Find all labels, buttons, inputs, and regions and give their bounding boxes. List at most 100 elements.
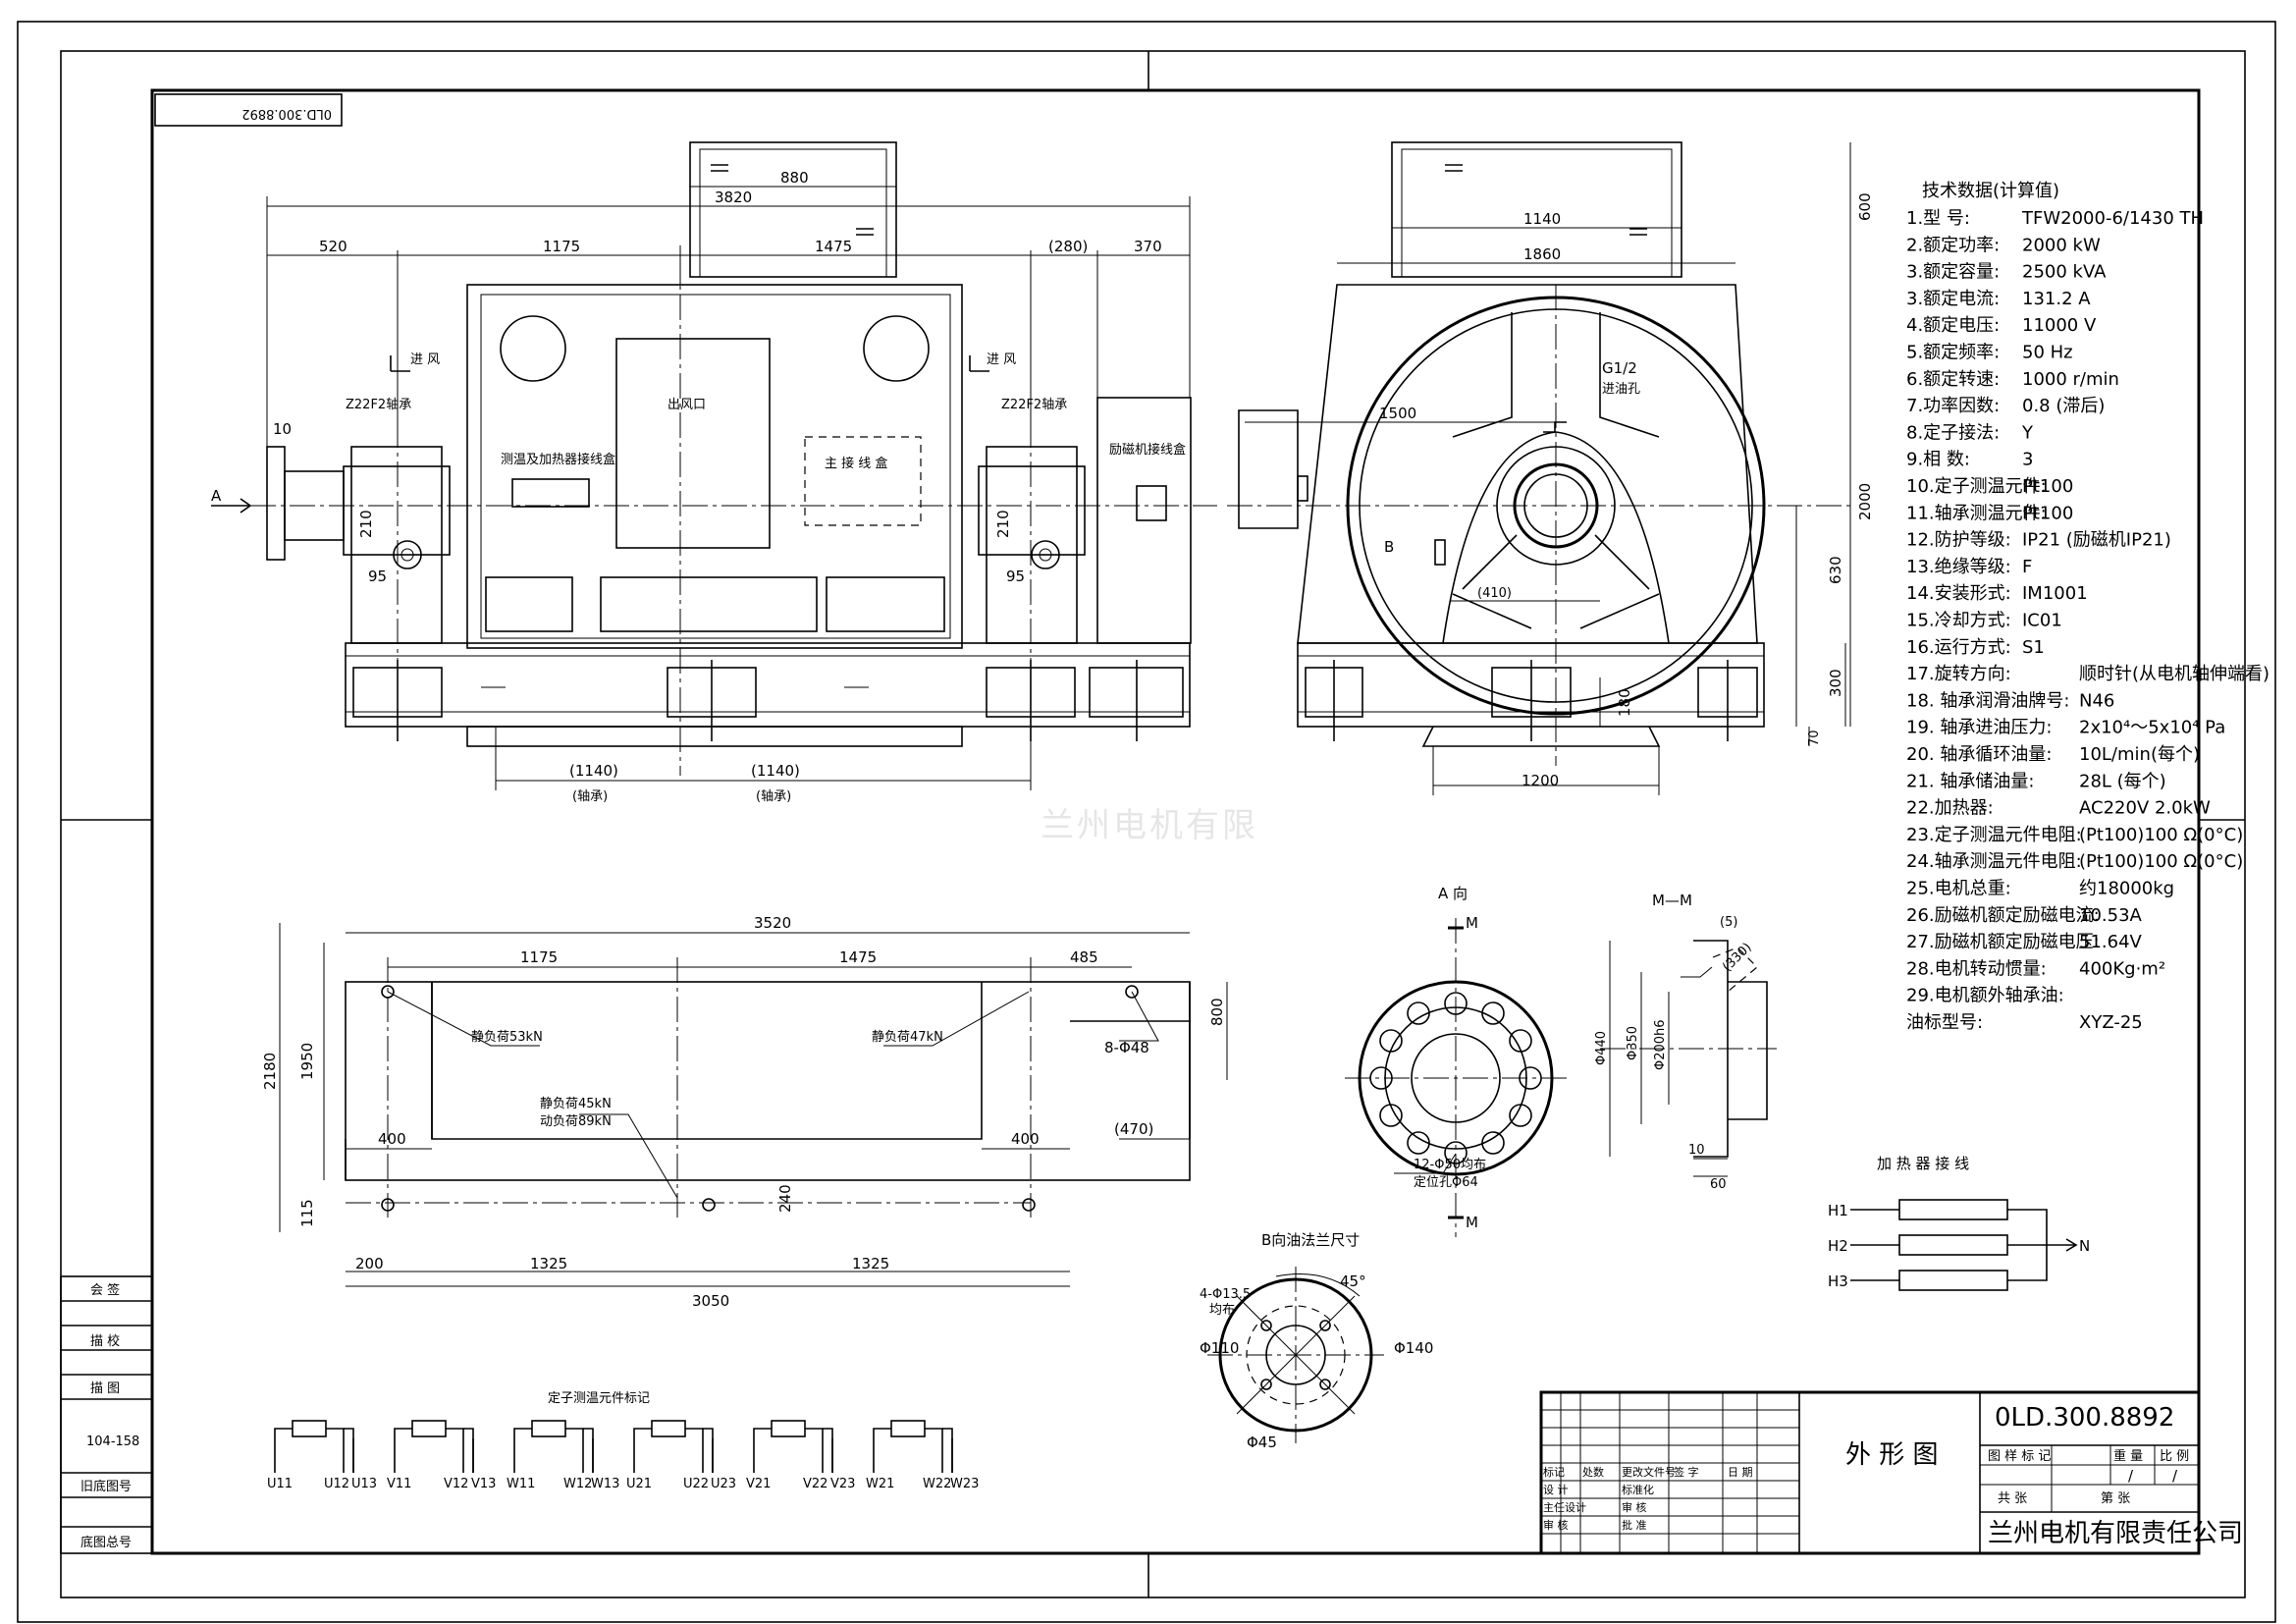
dim-end-300: 300 [1827,669,1844,697]
side-view [211,141,1217,790]
spec-value: 50 Hz [2022,343,2073,363]
mm-dim-200: Φ200h6 [1653,1019,1668,1070]
plan-dim-1325-a: 1325 [530,1255,567,1272]
spec-value: IP21 (励磁机IP21) [2022,530,2171,551]
mirrored-number-box: 0LD.300.8892 [154,93,343,127]
title-scale-header: 比 例 [2160,1449,2189,1464]
title-weight-header: 重 量 [2113,1448,2143,1464]
spec-value: 28L (每个) [2079,771,2166,791]
title-block-cell: 签 字 [1674,1465,1699,1479]
spec-value: N46 [2079,690,2114,711]
mm-dim-10: 10 [1688,1143,1705,1158]
title-block-cell: 设 计 [1543,1484,1569,1496]
spec-label: 25.电机总重: [1906,879,2011,899]
plan-dim-1325-b: 1325 [852,1255,889,1272]
spec-label: 28.电机转动惯量: [1906,958,2047,979]
heater-diagram [1850,1199,2078,1291]
plan-dim-800: 800 [1208,998,1226,1026]
dim-3820: 3820 [715,189,752,206]
label-air-in-left: 进 风 [410,352,440,367]
spec-value: 0.8 (滞后) [2022,396,2105,416]
dim-210-left: 210 [357,510,375,538]
title-block-cell: 更改文件号 [1622,1465,1676,1479]
watermark-text: 兰州电机有限 [1041,806,1258,845]
heater-h2: H2 [1828,1237,1848,1255]
spec-label: 29.电机额外轴承油: [1906,986,2064,1006]
spec-value: Y [2021,422,2034,443]
plan-load-47: 静负荷47kN [872,1030,943,1045]
rtd-terminal-label: V12 [444,1477,468,1491]
plan-dim-3050: 3050 [692,1292,729,1310]
spec-value: TFW2000-6/1430 TH [2021,208,2204,229]
dim-880: 880 [780,169,809,187]
spec-value: S1 [2022,637,2045,658]
dim-end-180: 180 [1616,688,1633,717]
spec-label: 15.冷却方式: [1906,611,2011,631]
spec-label: 26.励磁机额定励磁电流: [1906,905,2100,926]
dim-1140-b: (1140) [751,762,800,780]
spec-label: 10.定子测温元件: [1906,476,2047,497]
title-block-cell: 主任设计 [1543,1501,1586,1514]
title-sheet-total: 共 张 [1998,1491,2027,1506]
rtd-terminal-label: W21 [866,1477,894,1491]
spec-label: 5.额定频率: [1906,343,2000,363]
spec-label: 11.轴承测温元件: [1906,503,2047,523]
spec-value: XYZ-25 [2079,1012,2143,1033]
spec-label: 12.防护等级: [1906,530,2011,551]
spec-value: 1000 r/min [2022,369,2119,390]
label-bearing-right: Z22F2轴承 [1001,398,1067,412]
spec-label: 17.旋转方向: [1906,664,2011,684]
strip-label-number: 104-158 [86,1435,139,1449]
plan-dim-400-right: 400 [1011,1130,1040,1148]
spec-label: 1.型 号: [1906,208,1970,229]
heater-n: N [2079,1237,2090,1255]
spec-label: 6.额定转速: [1906,369,2000,390]
spec-label: 油标型号: [1906,1012,1983,1033]
title-drawing-name: 外 形 图 [1845,1440,1939,1470]
plan-holes: 8-Φ48 [1104,1039,1149,1056]
rtd-terminal-label: U21 [626,1477,652,1491]
b-detail-d45: Φ45 [1247,1434,1277,1451]
dim-95-left: 95 [368,568,387,585]
spec-value: Pt100 [2022,503,2073,523]
plan-dim-115: 115 [298,1199,316,1227]
rtd-terminal-label: U11 [267,1477,293,1491]
dim-95-right: 95 [1006,568,1025,585]
spec-value: 10.53A [2079,905,2143,926]
dim-axis-a: (轴承) [572,789,608,804]
mirrored-drawing-number: 0LD.300.8892 [241,106,332,121]
plan-dim-240: 240 [776,1184,794,1213]
rtd-terminal-label: W12 [563,1477,592,1491]
a-detail-m-top: M [1466,914,1478,932]
a-detail-bolts: 12-Φ50均布 [1414,1158,1486,1172]
spec-label: 3.额定电流: [1906,289,2000,309]
title-company: 兰州电机有限责任公司 [1988,1519,2243,1548]
title-mark-header: 图 样 标 记 [1988,1449,2051,1464]
rtd-terminal-label: W22 [923,1477,951,1491]
spec-label: 23.定子测温元件电阻: [1906,825,2082,845]
a-detail-bolts-sub: 定位孔Φ64 [1414,1175,1478,1190]
title-drawing-number: 0LD.300.8892 [1995,1403,2174,1433]
heater-h3: H3 [1828,1272,1848,1290]
title-block-cell: 审 核 [1622,1500,1647,1514]
a-detail-title: A 向 [1438,885,1468,902]
spec-list: 1.型 号:TFW2000-6/1430 TH2.额定功率:2000 kW3.额… [1906,208,2269,1033]
dim-end-600: 600 [1856,192,1874,221]
label-arrow-a: A [211,487,222,505]
spec-value: 2000 kW [2022,235,2101,255]
dim-280: (280) [1048,238,1088,255]
spec-value: Pt100 [2022,476,2073,497]
dim-210-right: 210 [994,510,1012,538]
strip-label-countersign: 会 签 [90,1282,120,1298]
plan-load-45: 静负荷45kN [540,1097,612,1111]
spec-label: 18. 轴承润滑油牌号: [1906,690,2069,711]
spec-label: 22.加热器: [1906,798,1994,819]
rtd-terminal-label: U13 [351,1477,377,1491]
title-block-cell: 日 期 [1728,1466,1753,1479]
b-detail-flange [1207,1267,1384,1443]
mm-dim-60: 60 [1710,1177,1727,1192]
label-b: B [1384,538,1394,556]
b-detail-holes-sub: 均布 [1209,1303,1235,1318]
